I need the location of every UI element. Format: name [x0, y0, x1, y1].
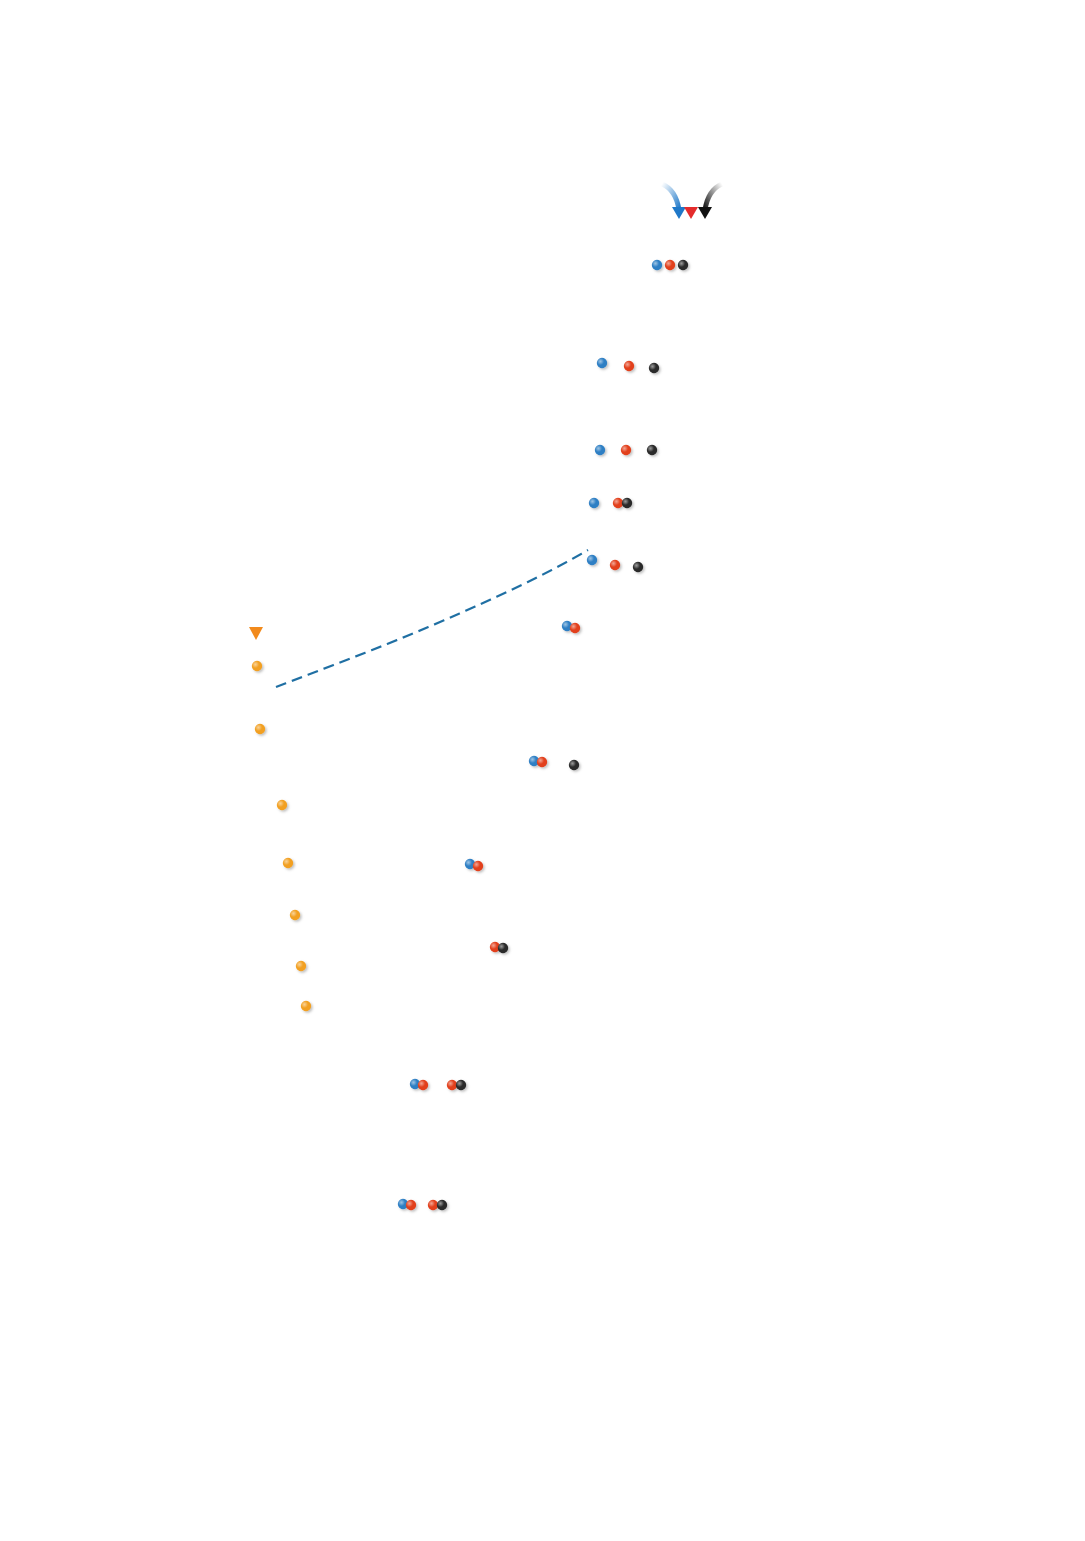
arrowhead-orange-icon [249, 627, 263, 640]
particle-group-separated [586, 554, 644, 573]
incoming-arrow-orange [249, 603, 263, 640]
black-particle [646, 444, 658, 456]
black-particle [568, 759, 580, 771]
black-particle [621, 497, 633, 509]
particle-group-pair-plus-single [528, 755, 580, 771]
red-particle [489, 941, 501, 953]
red-particle [609, 559, 621, 571]
particle-group-separated [596, 357, 660, 374]
black-particle [632, 561, 644, 573]
particle-group-pair [464, 858, 484, 872]
incoming-arrows-triple [660, 181, 724, 219]
red-particle [536, 756, 548, 768]
red-particle [405, 1199, 417, 1211]
particle-group-two-pairs [397, 1198, 448, 1211]
blue-particle [528, 755, 540, 767]
orange-particle [276, 799, 288, 811]
orange-particle [300, 1000, 312, 1012]
orange-particle [289, 909, 301, 921]
orange-particle [282, 857, 294, 869]
red-particle [664, 259, 676, 271]
blue-particle [594, 444, 606, 456]
red-particle [472, 860, 484, 872]
particle-group-pair-plus-single [588, 497, 633, 509]
red-particle [620, 444, 632, 456]
blue-particle [409, 1078, 421, 1090]
incoming-arrow-black [702, 181, 724, 211]
particle-group-separated [594, 444, 658, 456]
incoming-arrow-blue [660, 181, 682, 211]
black-particle [648, 362, 660, 374]
arrowhead-red-icon [684, 207, 698, 219]
red-particle [446, 1079, 458, 1091]
particle-group-triple-bonded [651, 259, 689, 271]
particle-group-pair [489, 941, 509, 954]
red-particle [417, 1079, 429, 1091]
orange-particle [251, 660, 263, 672]
black-particle [455, 1079, 467, 1091]
particle-group-pair [561, 620, 581, 634]
particle-group-two-pairs [409, 1078, 467, 1091]
blue-particle [397, 1198, 409, 1210]
blue-particle [561, 620, 573, 632]
red-particle [623, 360, 635, 372]
red-particle [569, 622, 581, 634]
blue-particle [651, 259, 663, 271]
orange-particle [295, 960, 307, 972]
blue-particle [586, 554, 598, 566]
red-particle [612, 497, 624, 509]
dashed-connector-line [275, 549, 589, 689]
black-particle [436, 1199, 448, 1211]
orange-particle [254, 723, 266, 735]
red-particle [427, 1199, 439, 1211]
black-particle [677, 259, 689, 271]
blue-particle [596, 357, 608, 369]
blue-particle [588, 497, 600, 509]
arrowhead-blue-icon [672, 207, 686, 219]
arrowhead-black-icon [698, 207, 712, 219]
black-particle [497, 942, 509, 954]
blue-particle [464, 858, 476, 870]
particle-layer [251, 259, 689, 1211]
orange-particle-track [251, 660, 312, 1012]
